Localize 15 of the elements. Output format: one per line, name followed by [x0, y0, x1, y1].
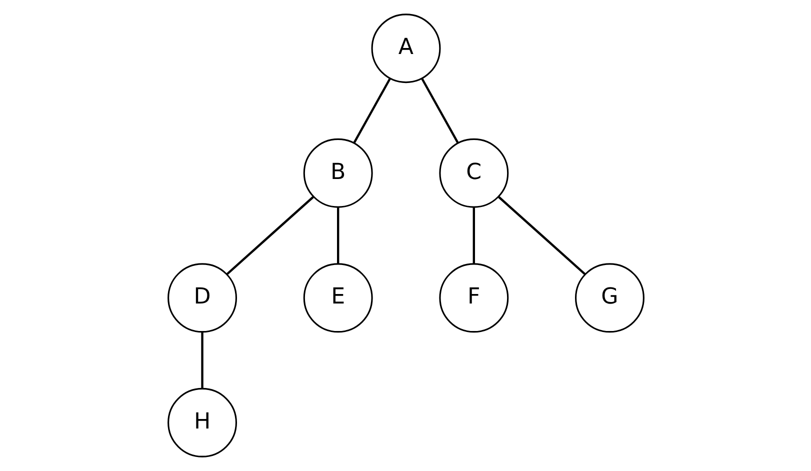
connector	[226, 196, 314, 275]
connector	[420, 78, 458, 144]
connector	[498, 196, 586, 275]
connector	[352, 78, 390, 144]
node-circle: B	[302, 138, 372, 208]
node-circle: A	[370, 14, 440, 84]
node-circle: C	[438, 138, 508, 208]
connector	[336, 207, 339, 264]
node-circle: E	[302, 263, 372, 333]
connector	[200, 332, 203, 388]
node-circle: F	[438, 263, 508, 333]
connector	[472, 207, 475, 264]
node-circle: D	[167, 263, 237, 333]
node-circle: G	[574, 263, 644, 333]
node-circle: H	[167, 388, 237, 458]
